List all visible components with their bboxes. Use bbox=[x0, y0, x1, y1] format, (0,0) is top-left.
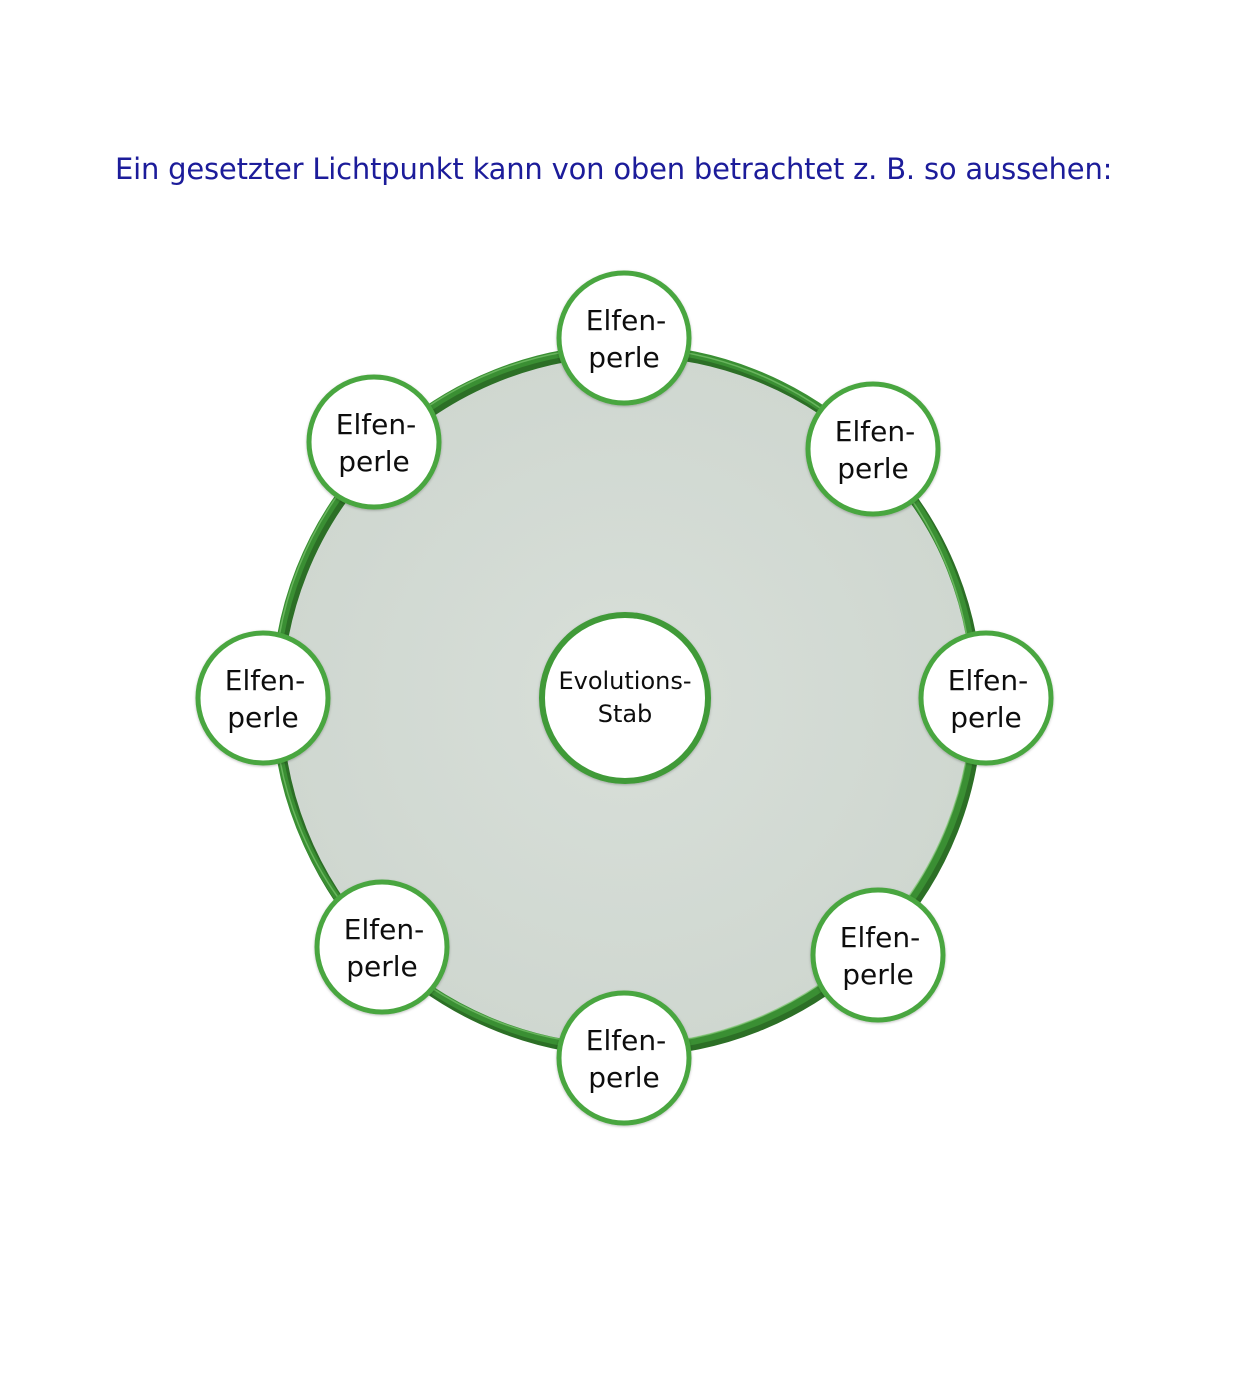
pearl-label-line1: Elfen- bbox=[225, 664, 305, 697]
pearl-label-line2: perle bbox=[346, 950, 418, 983]
pearl-circle bbox=[195, 630, 331, 766]
pearl-node: Elfen- perle bbox=[918, 630, 1054, 766]
pearl-circle bbox=[556, 270, 692, 406]
pearl-circle bbox=[556, 990, 692, 1126]
pearl-node: Elfen- perle bbox=[314, 879, 450, 1015]
heading: Ein gesetzter Lichtpunkt kann von oben b… bbox=[115, 152, 1113, 186]
pearl-label-line1: Elfen- bbox=[948, 664, 1028, 697]
pearl-label-line2: perle bbox=[338, 445, 410, 478]
pearl-circle bbox=[810, 887, 946, 1023]
pearl-label-line2: perle bbox=[950, 701, 1022, 734]
pearl-label-line2: perle bbox=[588, 341, 660, 374]
pearl-node: Elfen- perle bbox=[556, 990, 692, 1126]
pearl-label-line1: Elfen- bbox=[586, 1024, 666, 1057]
pearl-label-line2: perle bbox=[837, 452, 909, 485]
center-node-circle bbox=[539, 612, 711, 784]
pearl-node: Elfen- perle bbox=[805, 381, 941, 517]
pearl-node: Elfen- perle bbox=[556, 270, 692, 406]
pearl-circle bbox=[306, 374, 442, 510]
pearl-circle bbox=[314, 879, 450, 1015]
pearl-label-line1: Elfen- bbox=[586, 304, 666, 337]
center-label-line2: Stab bbox=[598, 700, 653, 728]
pearl-label-line1: Elfen- bbox=[835, 415, 915, 448]
pearl-label-line1: Elfen- bbox=[840, 921, 920, 954]
center-label-line1: Evolutions- bbox=[558, 667, 691, 695]
pearl-label-line1: Elfen- bbox=[336, 408, 416, 441]
pearl-label-line2: perle bbox=[588, 1061, 660, 1094]
pearl-circle bbox=[918, 630, 1054, 766]
pearl-label-line2: perle bbox=[842, 958, 914, 991]
pearl-node: Elfen- perle bbox=[306, 374, 442, 510]
center-node: Evolutions- Stab bbox=[539, 612, 711, 784]
pearl-node: Elfen- perle bbox=[810, 887, 946, 1023]
pearl-label-line1: Elfen- bbox=[344, 913, 424, 946]
pearl-circle bbox=[805, 381, 941, 517]
pearl-node: Elfen- perle bbox=[195, 630, 331, 766]
pearl-label-line2: perle bbox=[227, 701, 299, 734]
